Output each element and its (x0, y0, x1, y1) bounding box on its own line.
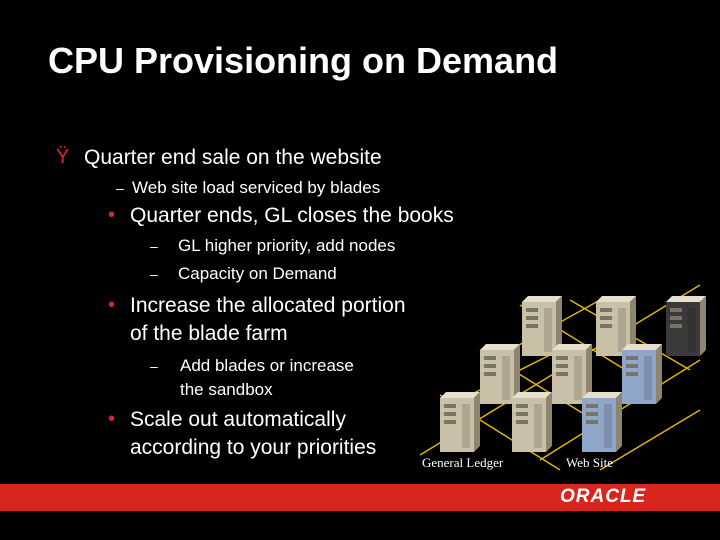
sub-add-blades-line1: Add blades or increase (180, 356, 354, 375)
server-icon (512, 392, 552, 452)
server-icon (440, 392, 480, 452)
bullet-increase-line1: Increase the allocated portion (130, 294, 406, 317)
caption-web-site: Web Site (566, 455, 613, 470)
bullet-quarter-ends: Quarter ends, GL closes the books (130, 204, 454, 227)
sub-add-blades-line2: the sandbox (180, 380, 273, 399)
server-icon (666, 296, 706, 356)
dash-marker: – (150, 358, 158, 374)
slide-title: CPU Provisioning on Demand (48, 40, 559, 81)
bullet-increase-line2: of the blade farm (130, 322, 288, 345)
caption-general-ledger: General Ledger (422, 455, 504, 470)
dash-marker: – (150, 238, 158, 254)
dash-marker: – (116, 180, 124, 196)
sub-web-site-load: Web site load serviced by blades (132, 178, 381, 197)
bullet-marker: Ÿ (56, 146, 70, 168)
bullet-quarter-end-sale: Quarter end sale on the website (84, 146, 382, 169)
bullet-marker: • (108, 294, 116, 316)
dash-marker: – (150, 266, 158, 282)
bullet-scale-out-line1: Scale out automatically (130, 408, 346, 431)
server-icon (480, 344, 520, 404)
oracle-logo: ORACLE (560, 486, 647, 507)
sub-gl-priority: GL higher priority, add nodes (178, 236, 396, 255)
server-icon (622, 344, 662, 404)
footer-bar (0, 484, 720, 511)
bullet-marker: • (108, 204, 116, 226)
bullet-scale-out-line2: according to your priorities (130, 436, 377, 459)
server-icon (582, 392, 622, 452)
bullet-marker: • (108, 408, 116, 430)
sub-capacity-on-demand: Capacity on Demand (178, 264, 337, 283)
